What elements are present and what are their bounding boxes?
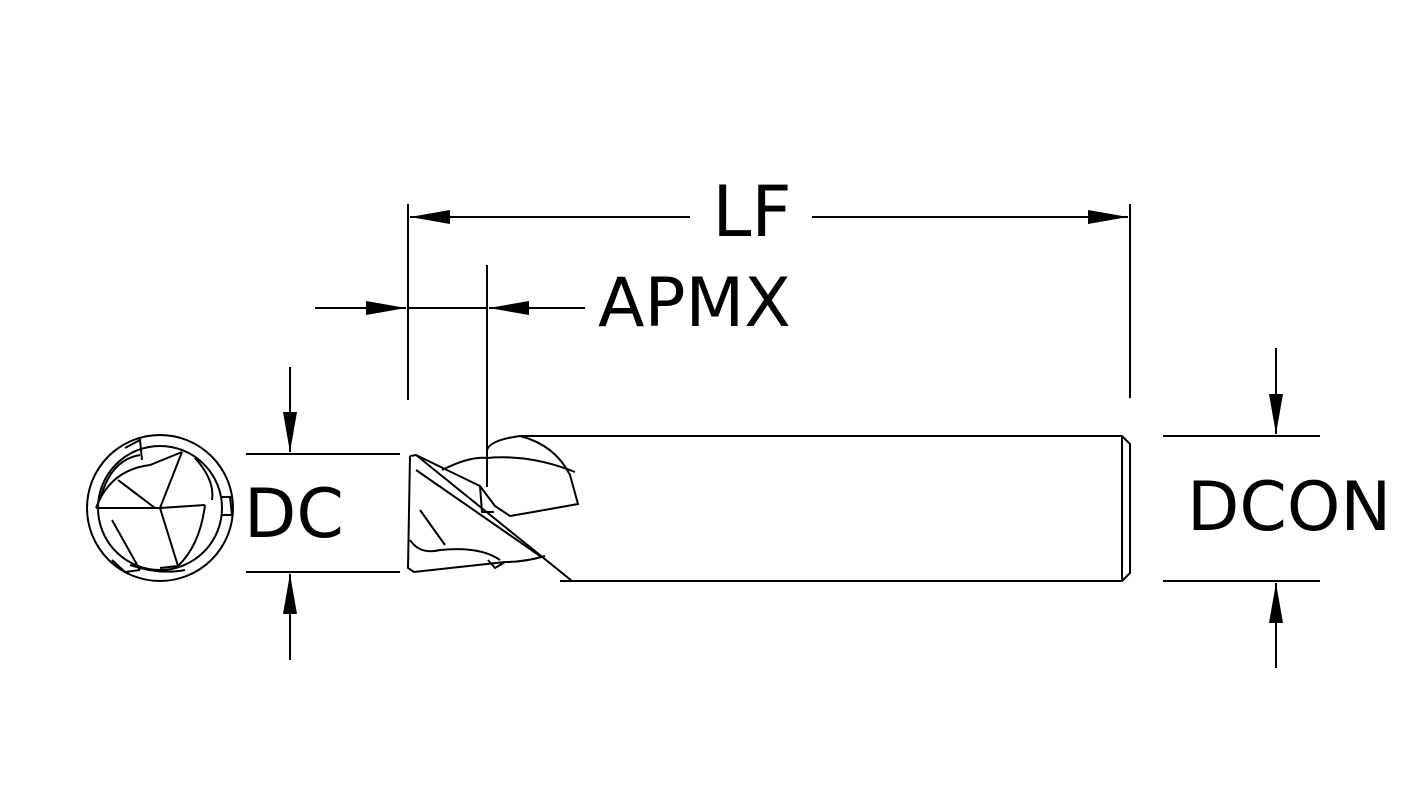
dc-dimension <box>246 367 400 660</box>
apmx-label: APMX <box>598 264 791 343</box>
end-view <box>86 434 234 582</box>
dcon-dimension <box>1163 348 1320 668</box>
dc-label: DC <box>244 475 344 554</box>
lf-label: LF <box>712 171 791 253</box>
lf-dimension <box>407 204 1131 400</box>
end-mill-side-view <box>406 434 1131 582</box>
dcon-label: DCON <box>1187 468 1391 547</box>
